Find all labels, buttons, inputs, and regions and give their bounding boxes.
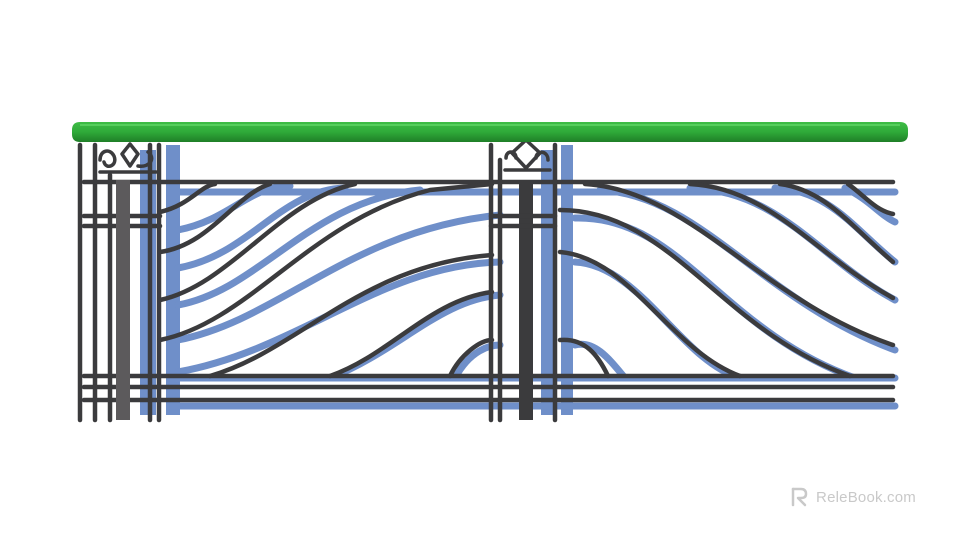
handrail xyxy=(72,122,908,142)
watermark: ReleBook.com xyxy=(790,487,916,507)
iron-railing xyxy=(77,138,896,423)
watermark-text: ReleBook.com xyxy=(816,488,916,506)
relebook-logo-icon xyxy=(790,487,810,507)
